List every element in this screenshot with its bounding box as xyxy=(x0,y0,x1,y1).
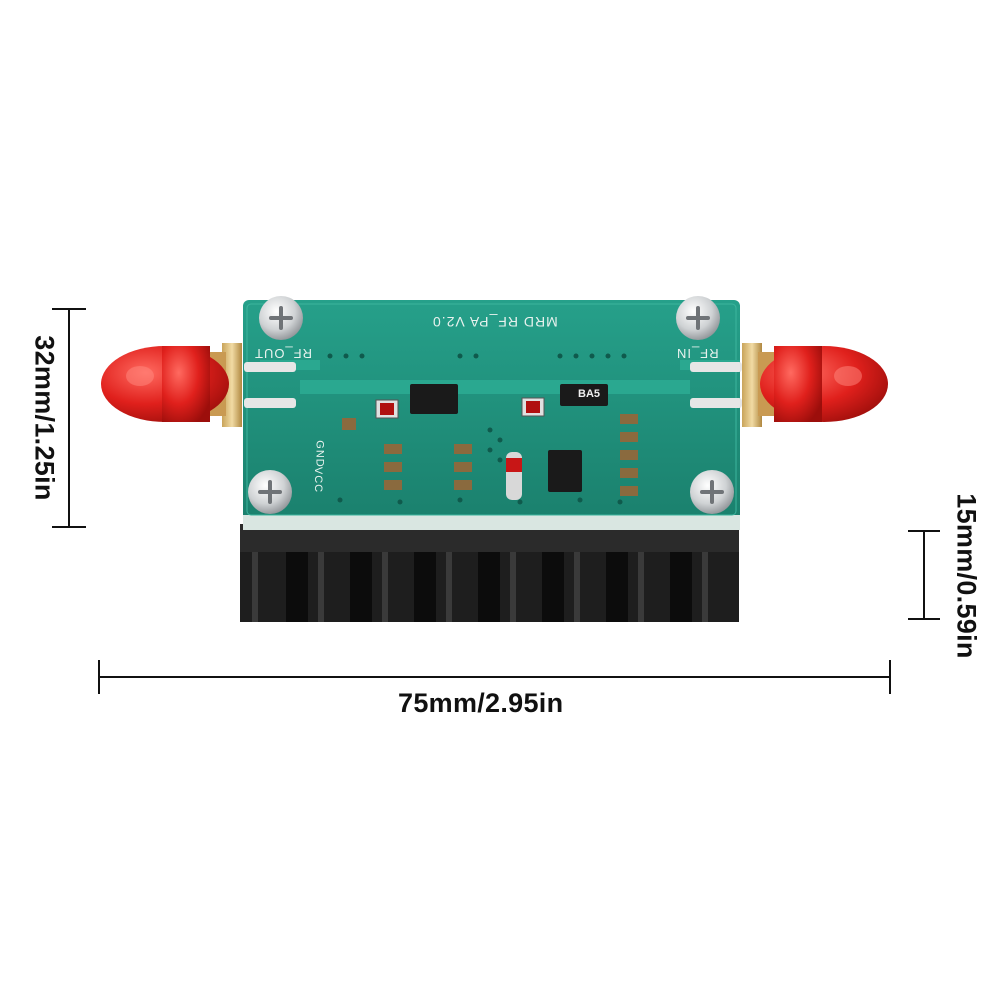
screw-icon xyxy=(248,296,734,514)
ic-u1 xyxy=(560,384,608,406)
rf-in-silkscreen: RF_IN xyxy=(676,346,719,361)
chip-marking: BA5 xyxy=(578,388,601,400)
ic-u2 xyxy=(410,384,458,414)
rf-output-connector xyxy=(101,343,242,427)
depth-dimension-line xyxy=(908,530,940,620)
ic-u3 xyxy=(548,450,582,492)
height-dimension-line xyxy=(52,308,86,528)
vcc-silkscreen: VCC xyxy=(312,466,325,494)
gnd-silkscreen: GND xyxy=(313,440,326,468)
pcb-title-silkscreen: MRD RF_PA V2.0 xyxy=(432,314,558,330)
depth-dimension-label: 15mm/0.59in xyxy=(951,493,982,659)
width-dimension-line xyxy=(98,660,891,694)
rf-input-connector xyxy=(742,343,888,427)
rf-out-silkscreen: RF_OUT xyxy=(254,346,312,361)
pcb-board xyxy=(243,296,742,530)
heatsink xyxy=(240,524,739,622)
width-dimension-label: 75mm/2.95in xyxy=(398,688,564,718)
height-dimension-label: 32mm/1.25in xyxy=(29,335,60,501)
